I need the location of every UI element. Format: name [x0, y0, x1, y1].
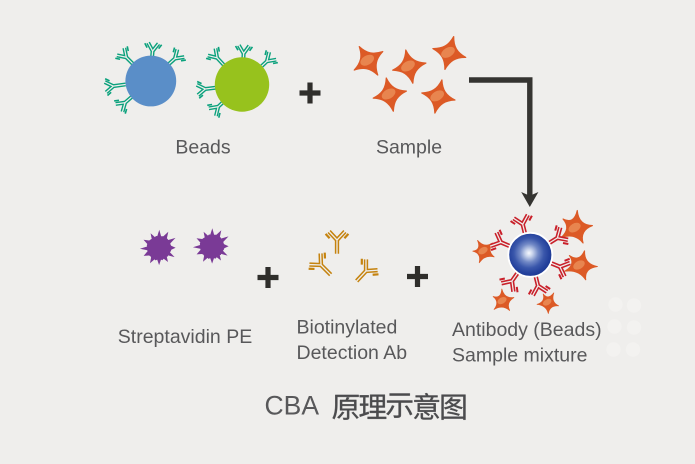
- svg-text:CBA: CBA: [265, 391, 320, 421]
- svg-text:Sample mixture: Sample mixture: [452, 345, 587, 367]
- svg-text:Antibody (Beads): Antibody (Beads): [452, 319, 602, 341]
- svg-text:Detection Ab: Detection Ab: [297, 342, 408, 364]
- svg-text:Sample: Sample: [376, 137, 442, 159]
- svg-text:Streptavidin PE: Streptavidin PE: [118, 326, 252, 348]
- svg-text:Beads: Beads: [175, 137, 231, 159]
- svg-text:Biotinylated: Biotinylated: [297, 317, 398, 339]
